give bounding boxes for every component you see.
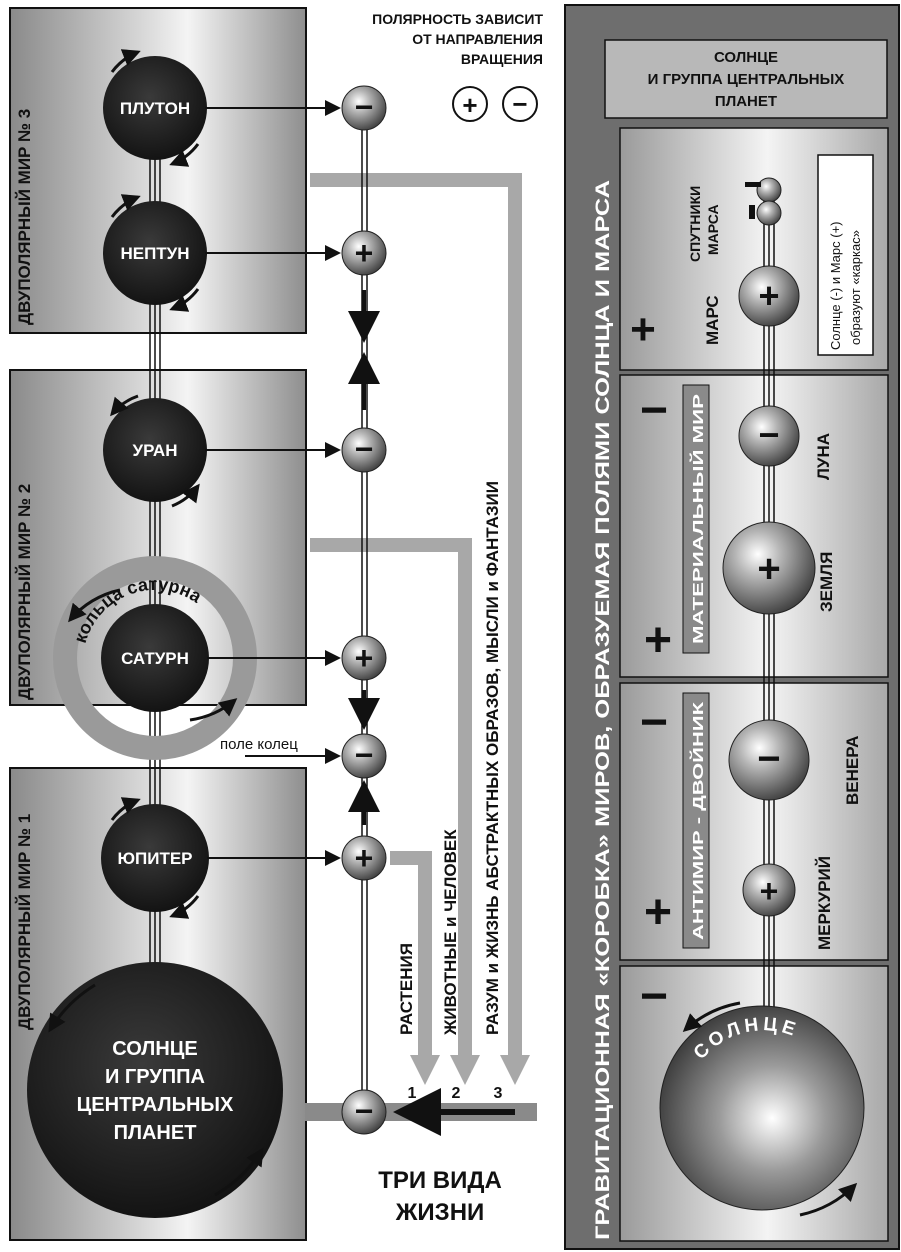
svg-text:+: + [355,640,374,676]
svg-text:−: − [757,737,780,781]
saturn-label: САТУРН [121,649,189,668]
mars-moons-label: СПУТНИКИ [687,186,703,262]
planet-earth: + ЗЕМЛЯ + МАТЕРИАЛЬНЫЙ МИР [644,384,836,667]
svg-text:+: + [355,840,374,876]
planet-links [205,100,341,866]
world-1-label: ДВУПОЛЯРНЫЙ МИР № 1 [15,814,34,1030]
planet-saturn: САТУРН [68,588,238,722]
planet-neptune: НЕПТУН [103,194,207,312]
three-kinds-line1: ТРИ ВИДА [378,1167,502,1194]
life-number-1: 1 [408,1085,417,1102]
svg-text:−: − [512,89,527,119]
frame-note-line2: образуют «каркас» [848,230,863,345]
planet-uranus: УРАН [103,394,207,508]
mars-moons: СПУТНИКИ МАРСА [687,177,782,262]
sun-group-line3: ЦЕНТРАЛЬНЫХ [77,1094,234,1116]
column-sign-pluto: − [341,85,387,131]
mercury-label: МЕРКУРИЙ [815,856,834,950]
mars-moons-label-2: МАРСА [705,204,721,255]
polarity-note: ПОЛЯРНОСТЬ ЗАВИСИТ ОТ НАПРАВЛЕНИЯ ВРАЩЕН… [372,11,543,122]
svg-text:−: − [355,431,374,467]
life-number-2: 2 [452,1085,461,1102]
plus-rotation-icon: + [452,86,488,122]
svg-text:+: + [355,235,374,271]
life-label-mind: РАЗУМ и ЖИЗНЬ АБСТРАКТНЫХ ОБРАЗОВ, МЫСЛИ… [483,481,502,1035]
planet-mars: + МАРС + Солнце (-) и Марс (+) образуют … [630,154,874,356]
svg-text:−: − [758,414,779,455]
column-sign-jupiter: + [341,835,387,881]
earth-plus-sign: + [644,614,672,667]
planet-sun: СОЛНЦЕ − [640,970,865,1217]
venus-label: ВЕНЕРА [843,736,862,805]
planet-mercury: + МЕРКУРИЙ + АНТИМИР - ДВОЙНИК [644,692,834,950]
planet-sun-group: СОЛНЦЕ И ГРУППА ЦЕНТРАЛЬНЫХ ПЛАНЕТ [27,962,283,1218]
sun-minus-sign: − [640,970,668,1023]
column-sign-uranus: − [341,427,387,473]
world-2-label: ДВУПОЛЯРНЫЙ МИР № 2 [15,484,34,700]
mercury-plus-sign: + [644,886,672,939]
right-header-line3: ПЛАНЕТ [715,93,777,110]
column-sign-saturn: + [341,635,387,681]
planet-moon: − ЛУНА − [640,384,833,480]
mars-plus-sign: + [630,305,656,354]
world-3-label: ДВУПОЛЯРНЫЙ МИР № 3 [15,109,34,325]
life-flow-arrows: 1 2 3 [305,173,537,1136]
sun-group-line1: СОЛНЦЕ [112,1038,197,1060]
three-kinds-line2: ЖИЗНИ [395,1199,485,1226]
life-label-animals: ЖИВОТНЫЕ и ЧЕЛОВЕК [441,829,460,1036]
polarity-line2: ОТ НАПРАВЛЕНИЯ [412,31,543,47]
column-sign-sun: − [341,1089,387,1135]
sun-group-line2: И ГРУППА [105,1066,205,1088]
sun-group-line4: ПЛАНЕТ [114,1122,197,1144]
gravity-box-panel: ГРАВИТАЦИОННАЯ «КОРОБКА» МИРОВ, ОБРАЗУЕМ… [564,4,900,1250]
mars-label: МАРС [703,295,722,345]
moon-label: ЛУНА [814,433,833,480]
svg-text:−: − [355,737,374,773]
gravity-box-title: ГРАВИТАЦИОННАЯ «КОРОБКА» МИРОВ, ОБРАЗУЕМ… [593,180,614,1240]
polarity-line1: ПОЛЯРНОСТЬ ЗАВИСИТ [372,11,543,27]
jupiter-label: ЮПИТЕР [117,849,192,868]
svg-text:+: + [760,873,779,909]
planet-jupiter: ЮПИТЕР [101,797,209,919]
column-sign-rings: − [341,733,387,779]
svg-text:+: + [462,90,477,120]
material-world-label: МАТЕРИАЛЬНЫЙ МИР [689,394,707,644]
right-header-line2: И ГРУППА ЦЕНТРАЛЬНЫХ [648,71,845,88]
earth-label: ЗЕМЛЯ [817,552,836,612]
ring-field-label: поле колец [220,736,298,753]
column-sign-neptune: + [341,230,387,276]
life-number-3: 3 [494,1085,503,1102]
right-header-line1: СОЛНЦЕ [714,49,778,66]
uranus-label: УРАН [133,441,178,460]
pluto-label: ПЛУТОН [120,99,190,118]
life-label-plants: РАСТЕНИЯ [397,943,416,1035]
svg-text:−: − [355,1093,374,1129]
antiworld-label: АНТИМИР - ДВОЙНИК [689,701,707,940]
neptune-label: НЕПТУН [120,244,189,263]
svg-text:+: + [757,547,780,591]
moon-minus-sign: − [640,384,668,437]
venus-minus-sign: − [640,696,668,749]
minus-rotation-icon: − [502,86,538,122]
svg-text:−: − [355,89,374,125]
planet-pluto: ПЛУТОН [103,49,207,167]
planet-venus: − ВЕНЕРА − [640,696,862,805]
frame-note-line1: Солнце (-) и Марс (+) [828,221,843,350]
svg-text:+: + [758,275,779,316]
column-signs: − + − + − + − [341,85,387,1135]
polarity-line3: ВРАЩЕНИЯ [461,51,543,67]
